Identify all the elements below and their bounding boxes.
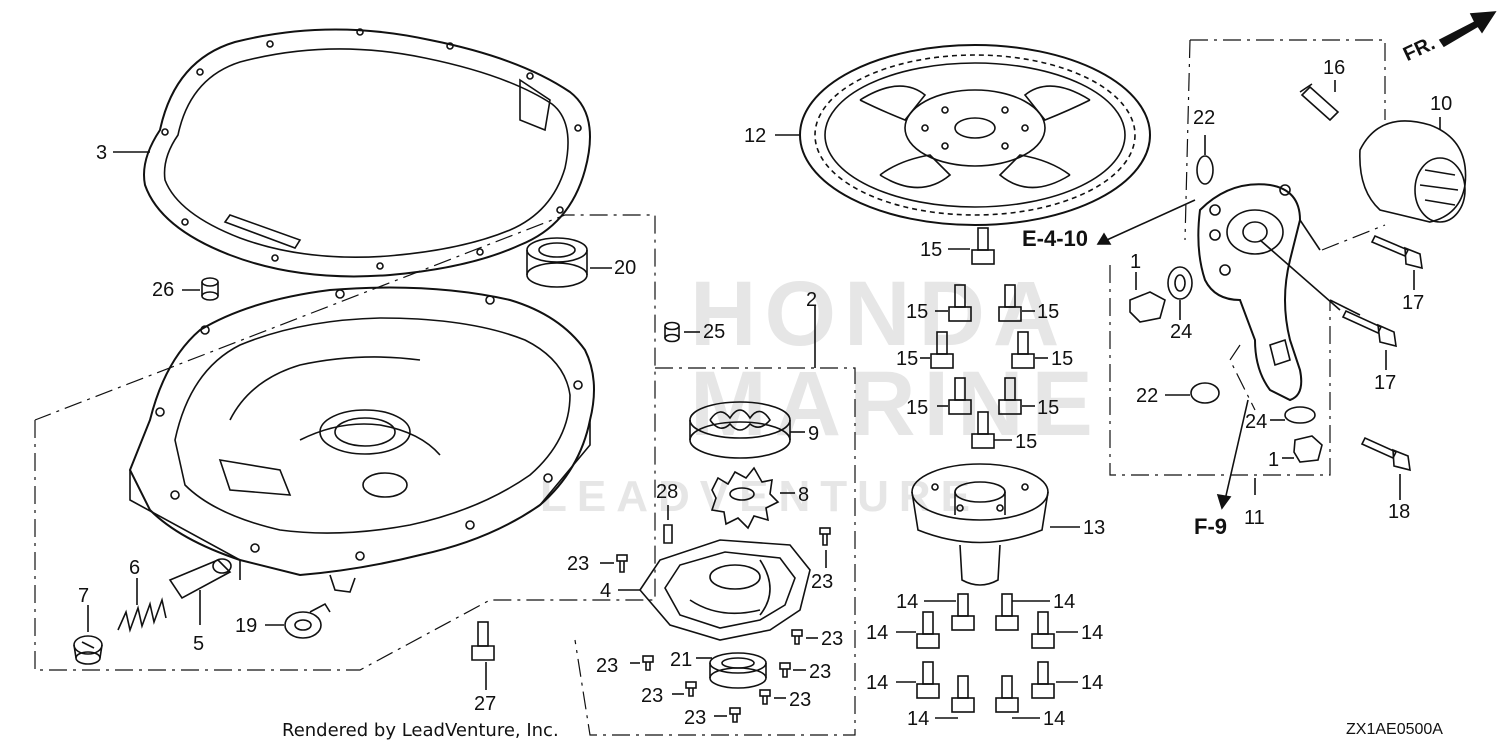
callout-21: 21	[670, 649, 693, 671]
o-ring-part-22	[1190, 155, 1220, 404]
callout-11: 11	[1244, 507, 1265, 529]
flange-bolt-part-17	[1341, 234, 1423, 348]
reference-e-4-10[interactable]: E-4-10	[1022, 226, 1089, 251]
callout-22-upper: 22	[1193, 107, 1216, 129]
diagram-code: ZX1AE0500A	[1346, 721, 1443, 738]
callout-3: 3	[96, 142, 108, 164]
reference-f-9[interactable]: F-9	[1194, 514, 1227, 539]
callout-23-g: 23	[789, 689, 812, 711]
stud-part-16	[1299, 83, 1340, 122]
callout-17-upper: 17	[1402, 292, 1425, 314]
watermark-leadventure: LEADVENTURE	[540, 472, 981, 521]
callout-23-c: 23	[821, 628, 844, 650]
rendered-by-credit: Rendered by LeadVenture, Inc.	[282, 720, 559, 741]
pin-part-28	[663, 524, 673, 544]
front-direction-arrow-icon	[1438, 11, 1497, 48]
callout-15-g: 15	[1037, 397, 1060, 419]
callout-14-g: 14	[907, 708, 930, 730]
callout-1-lower: 1	[1268, 449, 1280, 471]
callout-15-b: 15	[906, 301, 929, 323]
callout-13: 13	[1083, 517, 1106, 539]
dowel-pin-part-25	[664, 321, 680, 343]
callout-15-d: 15	[896, 348, 919, 370]
callout-15-e: 15	[1051, 348, 1074, 370]
callout-14-a: 14	[896, 591, 919, 613]
dowel-pin-part-26	[201, 277, 219, 301]
callout-1-upper: 1	[1130, 251, 1142, 273]
callout-27: 27	[474, 693, 497, 715]
callout-10: 10	[1430, 93, 1453, 115]
callout-15-h: 15	[1015, 431, 1038, 453]
flywheel-ring-gear-part-12	[799, 44, 1151, 226]
gasket-part-3	[143, 28, 591, 278]
callout-18: 18	[1388, 501, 1411, 523]
pump-rotor-outer-part-9	[689, 401, 791, 459]
watermark-marine: MARINE	[690, 353, 1101, 455]
callout-14-h: 14	[1043, 708, 1066, 730]
callout-15-c: 15	[1037, 301, 1060, 323]
callout-6: 6	[129, 557, 141, 579]
callout-26: 26	[152, 279, 175, 301]
callout-23-h: 23	[684, 707, 707, 729]
callout-14-c: 14	[866, 622, 889, 644]
callout-5: 5	[193, 633, 205, 655]
plug-part-7	[73, 635, 103, 665]
pump-rotor-inner-part-8	[710, 466, 780, 530]
callout-19: 19	[235, 615, 258, 637]
callout-12: 12	[744, 125, 767, 147]
callout-23-e: 23	[809, 661, 832, 683]
washer-part-24	[1167, 266, 1316, 424]
callout-20: 20	[614, 257, 637, 279]
bolt-set-part-15	[930, 227, 1035, 449]
callout-28: 28	[656, 481, 679, 503]
pump-cover-part-4	[638, 539, 811, 641]
callout-15-a: 15	[920, 239, 943, 261]
oil-filter-bracket-part-11	[1197, 183, 1303, 402]
callout-17-lower: 17	[1374, 372, 1397, 394]
valve-part-5	[168, 558, 232, 625]
callout-4: 4	[600, 580, 612, 602]
callout-23-f: 23	[641, 685, 664, 707]
callout-9: 9	[808, 423, 820, 445]
callout-14-f: 14	[1081, 672, 1104, 694]
bolt-set-part-14	[916, 593, 1055, 713]
oil-filter-part-10	[1359, 120, 1467, 223]
callout-15-f: 15	[906, 397, 929, 419]
callout-7: 7	[78, 585, 90, 607]
flange-bolt-part-18	[1360, 436, 1411, 472]
callout-24-lower: 24	[1245, 411, 1268, 433]
callout-14-b: 14	[1053, 591, 1076, 613]
oil-seal-part-20	[526, 237, 588, 288]
callout-24-upper: 24	[1170, 321, 1193, 343]
callout-8: 8	[798, 484, 810, 506]
watermark-honda: HONDA	[690, 263, 1068, 365]
callout-25: 25	[703, 321, 726, 343]
callout-2: 2	[806, 289, 818, 311]
callout-22-lower: 22	[1136, 385, 1159, 407]
housing-part-2	[128, 286, 595, 593]
callout-16: 16	[1323, 57, 1346, 79]
bolt-part-27	[471, 621, 495, 661]
drain-plug-part-1	[1129, 291, 1323, 463]
drive-hub-part-13	[911, 463, 1049, 586]
screw-set-part-23	[616, 527, 831, 723]
callout-23-d: 23	[596, 655, 619, 677]
callout-23-b: 23	[811, 571, 834, 593]
callout-14-e: 14	[866, 672, 889, 694]
callout-23-a: 23	[567, 553, 590, 575]
oil-seal-part-21	[709, 652, 767, 689]
spring-part-6	[117, 597, 167, 633]
callout-14-d: 14	[1081, 622, 1104, 644]
plug-part-19	[284, 602, 331, 639]
